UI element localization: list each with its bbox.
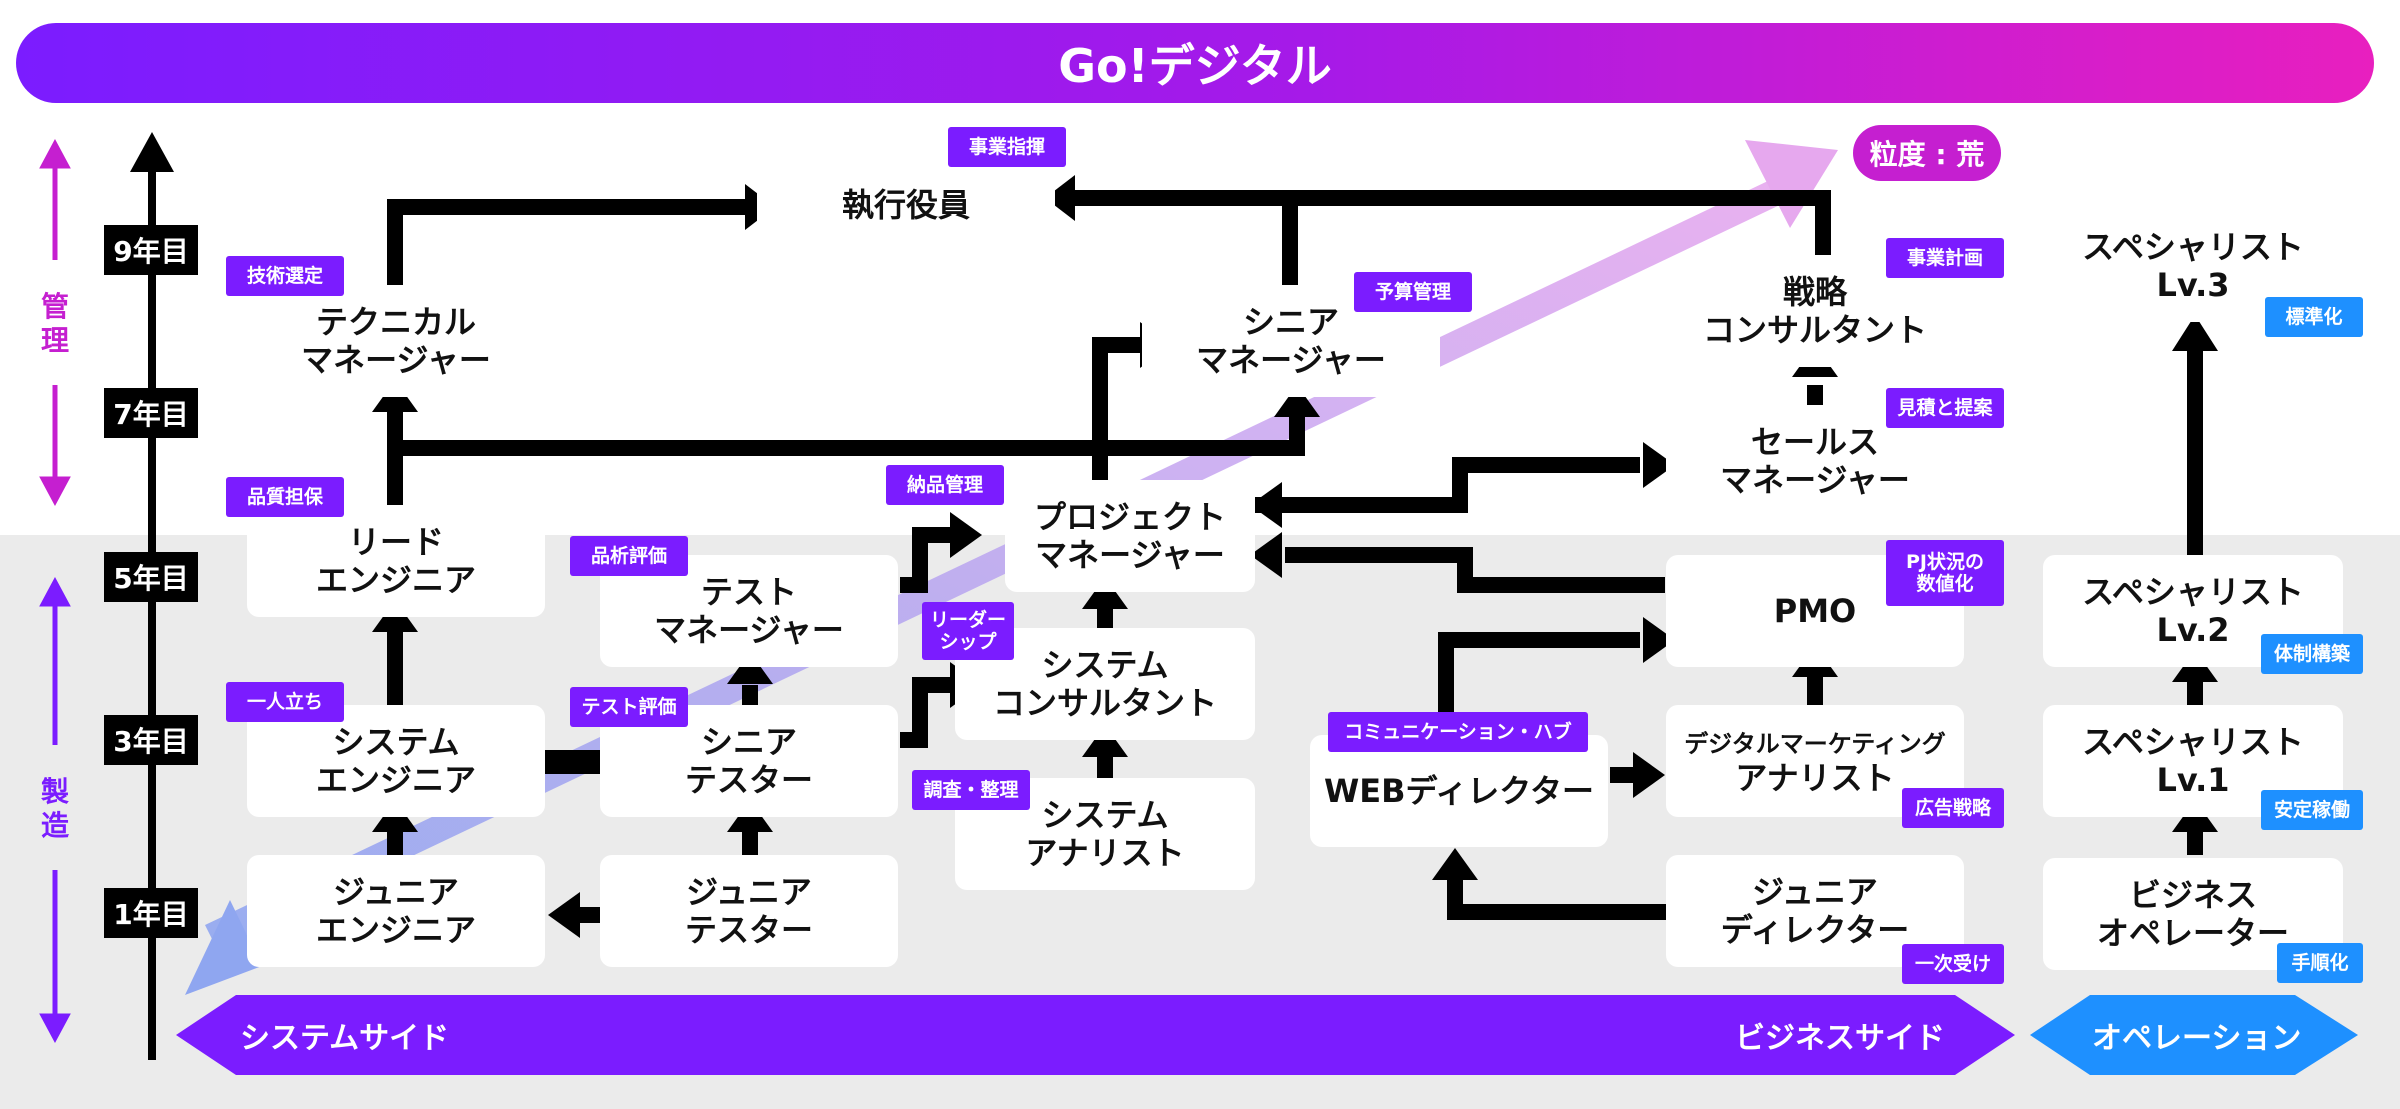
system-side-label: システムサイド [240,1021,450,1056]
operation-label: オペレーション [2092,1021,2302,1056]
tag-quality-analysis: 品析評価 [570,536,688,576]
role-project-manager: プロジェクト マネージャー [1005,480,1255,592]
tag-leadership: リーダー シップ [922,602,1014,660]
role-technical-manager: テクニカル マネージャー [247,285,545,397]
management-range-arrow [39,138,71,507]
page-title: Go!デジタル [1058,39,1332,93]
tag-tech-selection: 技術選定 [226,256,344,296]
manufacturing-label: 製造 [40,775,69,842]
tag-procedure: 手順化 [2277,943,2363,983]
year-label-7: 7年目 [104,388,198,438]
tag-business-planning: 事業計画 [1886,238,2004,278]
role-senior-manager: シニア マネージャー [1142,285,1440,397]
manufacturing-range-arrow [39,576,71,1044]
tag-estimate-proposal: 見積と提案 [1886,388,2004,428]
tag-budget-management: 予算管理 [1354,272,1472,312]
tag-ad-strategy: 広告戦略 [1902,788,2004,828]
management-label: 管理 [40,290,69,357]
tag-test-evaluation: テスト評価 [570,687,688,727]
tag-independent: 一人立ち [226,682,344,722]
tag-system-building: 体制構築 [2261,634,2363,674]
role-system-engineer: システム エンジニア [247,705,545,817]
tag-delivery-management: 納品管理 [886,465,1004,505]
role-junior-engineer: ジュニア エンジニア [247,855,545,967]
year-label-3: 3年目 [104,715,198,765]
year-label-9: 9年目 [104,225,198,275]
role-junior-tester: ジュニア テスター [600,855,898,967]
tag-first-reception: 一次受け [1902,944,2004,984]
year-label-1: 1年目 [104,888,198,938]
role-web-director: WEBディレクター [1310,735,1608,847]
tag-business-command: 事業指揮 [948,127,1066,167]
year-label-5: 5年目 [104,552,198,602]
tag-stable-operation: 安定稼働 [2261,790,2363,830]
role-specialist-lv3: スペシャリスト Lv.3 [2043,210,2343,322]
operation-band [2030,995,2358,1075]
tag-investigation: 調査・整理 [912,770,1030,810]
granularity-badge: 粒度 : 荒 [1853,125,2001,181]
tag-pj-status: PJ状況の 数値化 [1886,540,2004,606]
system-business-band [176,995,2015,1075]
tag-communication-hub: コミュニケーション・ハブ [1328,712,1588,752]
role-junior-director: ジュニア ディレクター [1666,855,1964,967]
business-side-label: ビジネスサイド [1735,1021,1945,1056]
tag-quality-assurance: 品質担保 [226,477,344,517]
role-lead-engineer: リード エンジニア [247,505,545,617]
role-test-manager: テスト マネージャー [600,555,898,667]
role-connectors [387,190,2203,923]
tag-standardization: 標準化 [2265,297,2363,337]
role-executive: 執行役員 [757,150,1055,260]
page-header: Go!デジタル [16,23,2374,103]
